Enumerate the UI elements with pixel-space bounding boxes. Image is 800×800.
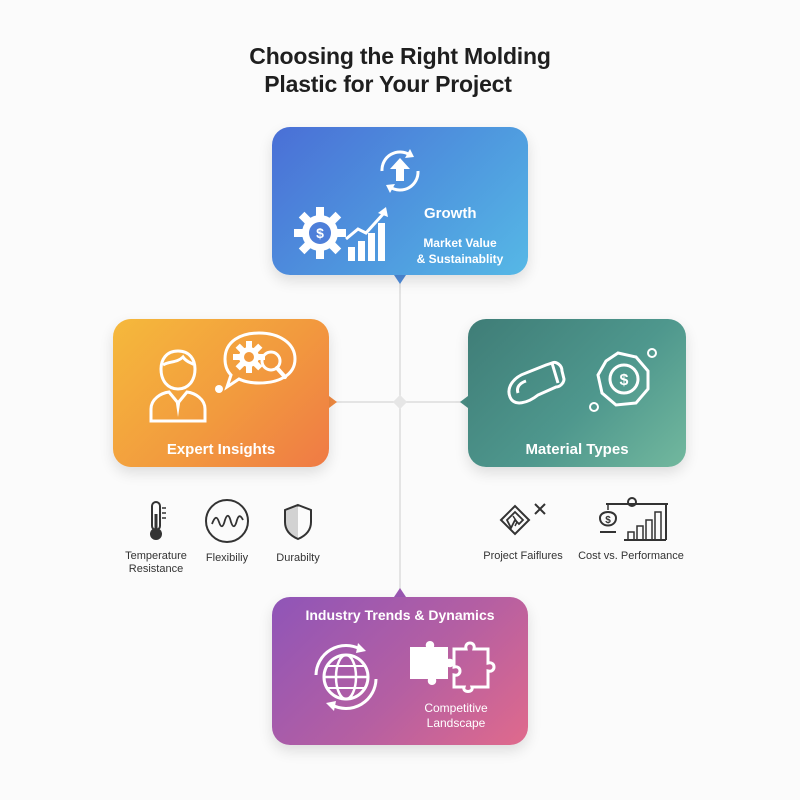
industry-trends-card[interactable]: Industry Trends & Dynamics Competitive L… xyxy=(272,597,528,745)
feature-flexibility: Flexibiliy xyxy=(197,498,257,565)
growth-sublabel: Market Value & Sustainablity xyxy=(400,235,520,267)
competitive-landscape-line-2: Landscape xyxy=(426,716,486,730)
broken-part-icon xyxy=(499,503,546,536)
material-pointer xyxy=(460,396,468,408)
feature-temperature-resistance: Temperature Resistance xyxy=(116,500,196,576)
feature-temperature-line-2: Resistance xyxy=(128,563,184,575)
feature-flexibility-label: Flexibiliy xyxy=(205,552,249,564)
growth-label: Growth xyxy=(424,205,477,222)
competitive-landscape-label: Competitive Landscape xyxy=(410,701,502,731)
thought-bubble-gear-search-icon xyxy=(215,331,297,393)
gear-dollar-growth-icon: $ xyxy=(294,207,388,261)
expert-insights-card[interactable]: Expert Insights xyxy=(113,319,329,467)
growth-pointer xyxy=(394,275,406,284)
balance-chart-icon: $ xyxy=(598,497,668,541)
expert-pointer xyxy=(329,396,337,408)
center-node-icon xyxy=(392,394,408,410)
feature-cost-vs-performance-label: Cost vs. Performance xyxy=(578,550,684,562)
expert-insights-label: Expert Insights xyxy=(166,441,276,458)
growth-sublabel-line-2: & Sustainablity xyxy=(416,252,504,266)
puzzle-pieces-icon xyxy=(410,641,496,693)
dollar-nugget-icon: $ xyxy=(589,348,657,412)
feature-durability-label: Durabilty xyxy=(276,552,320,564)
shield-icon xyxy=(284,503,312,541)
industry-trends-label: Industry Trends & Dynamics xyxy=(305,607,495,623)
material-types-card[interactable]: $ Material Types xyxy=(468,319,686,467)
svg-text:$: $ xyxy=(316,225,324,241)
feature-durability: Durabilty xyxy=(268,502,328,565)
material-types-label: Material Types xyxy=(525,441,629,458)
feature-temperature-line-1: Temperature xyxy=(125,550,187,562)
title-line-2: Plastic for Your Project xyxy=(264,71,512,97)
svg-text:$: $ xyxy=(605,515,611,526)
svg-text:$: $ xyxy=(620,372,629,389)
thermometer-icon xyxy=(150,501,166,540)
page-title: Choosing the Right Molding Plastic for Y… xyxy=(0,42,800,98)
growth-sublabel-line-1: Market Value xyxy=(423,236,497,250)
competitive-landscape-line-1: Competitive xyxy=(424,701,488,715)
feature-cost-vs-performance: $ Cost vs. Performance xyxy=(572,496,690,563)
plastic-preform-icon xyxy=(507,361,566,405)
feature-project-failures: Project Faiflures xyxy=(478,498,568,563)
wave-circle-icon xyxy=(205,499,249,543)
title-line-1: Choosing the Right Molding xyxy=(249,43,551,69)
refresh-up-arrow-icon xyxy=(380,149,420,193)
globe-cycle-icon xyxy=(314,643,378,711)
growth-card[interactable]: $ Growth Market Value & Sustainablity xyxy=(272,127,528,275)
feature-project-failures-label: Project Faiflures xyxy=(483,550,563,562)
trends-pointer xyxy=(394,588,406,597)
expert-person-icon xyxy=(149,349,207,423)
